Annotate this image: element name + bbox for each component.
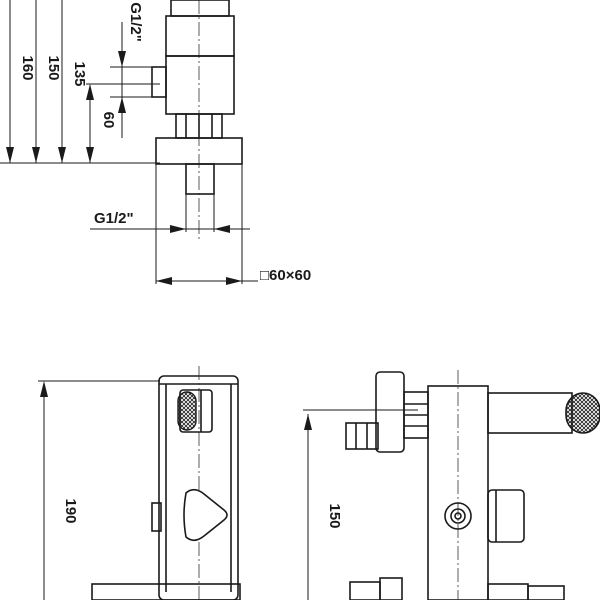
front-side-stub — [151, 502, 162, 532]
base-size-label: □60×60 — [260, 267, 311, 284]
thread-bottom-label: G1/2" — [94, 210, 134, 227]
center-port-outer — [444, 502, 472, 530]
rear-knob — [375, 371, 405, 453]
side-dim-150-label: 150 — [326, 503, 343, 528]
side-lower-right — [487, 583, 529, 600]
front-bottom-plate — [91, 583, 241, 600]
body-block — [165, 15, 235, 57]
dim-150-label: 150 — [45, 55, 62, 80]
front-body — [158, 375, 239, 600]
diverter-lever — [183, 488, 228, 542]
dim-190-label: 190 — [62, 498, 79, 523]
spout-outlet-knurl — [565, 392, 600, 434]
spout-arm — [487, 392, 573, 434]
front-view: 190 — [38, 366, 241, 600]
inlet-stub — [185, 163, 215, 195]
center-port-inner — [450, 508, 466, 524]
valve-body — [165, 55, 235, 115]
side-stub-upper — [345, 422, 379, 450]
side-view: 150 — [303, 370, 600, 600]
thread-top-label: G1/2" — [127, 2, 144, 42]
side-outlet — [151, 66, 167, 98]
upper-tube — [170, 0, 230, 17]
dim-135-label: 135 — [71, 61, 88, 86]
top-view: 160 150 135 60 G1/2" G1/2" □60×6 — [0, 0, 311, 285]
side-stub-lower — [349, 581, 381, 600]
dim-60-label: 60 — [100, 112, 117, 129]
knurled-grip — [177, 391, 197, 431]
side-fitting-right — [487, 489, 525, 543]
dim-160-label: 160 — [19, 55, 36, 80]
